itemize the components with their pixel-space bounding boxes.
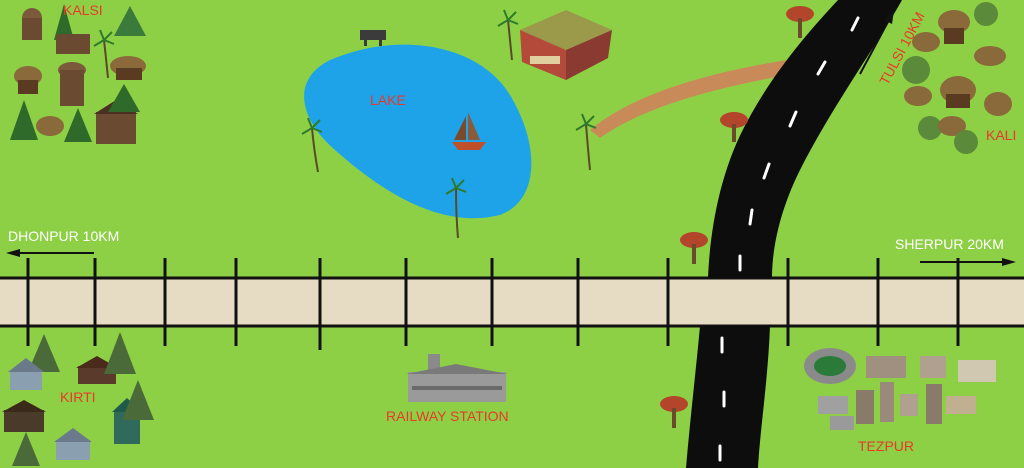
place-label-kali: KALI (986, 127, 1017, 143)
sherpur-arrow-icon (920, 258, 1016, 266)
place-label-kalsi: KALSI (63, 2, 103, 18)
place-label-tezpur: TEZPUR (858, 438, 914, 454)
place-label-railway-station: RAILWAY STATION (386, 408, 509, 424)
kirti-village (2, 332, 154, 466)
kali-village (902, 2, 1012, 154)
railway-ties (26, 258, 960, 350)
mushroom-tree-icon (660, 6, 814, 428)
main-road (708, 0, 902, 278)
tulsi-arrow-icon (859, 10, 894, 75)
main-road-south (686, 326, 770, 468)
direction-label-dhonpur: DHONPUR 10KM (8, 228, 120, 244)
road-dashes (718, 16, 860, 462)
boat-icon (452, 112, 486, 150)
dhonpur-arrow-icon (6, 249, 94, 257)
bench-icon (360, 30, 386, 46)
station-icon (406, 354, 508, 402)
dirt-path (590, 58, 806, 138)
kalsi-village (10, 4, 146, 144)
direction-label-sherpur: SHERPUR 20KM (895, 236, 1004, 252)
tezpur-town (804, 348, 996, 430)
railway-track-bed (0, 278, 1024, 326)
market-icon (520, 10, 612, 80)
lake (304, 44, 532, 219)
place-label-kirti: KIRTI (60, 389, 96, 405)
palm-tree-icon (93, 9, 597, 239)
place-label-lake: LAKE (370, 92, 406, 108)
